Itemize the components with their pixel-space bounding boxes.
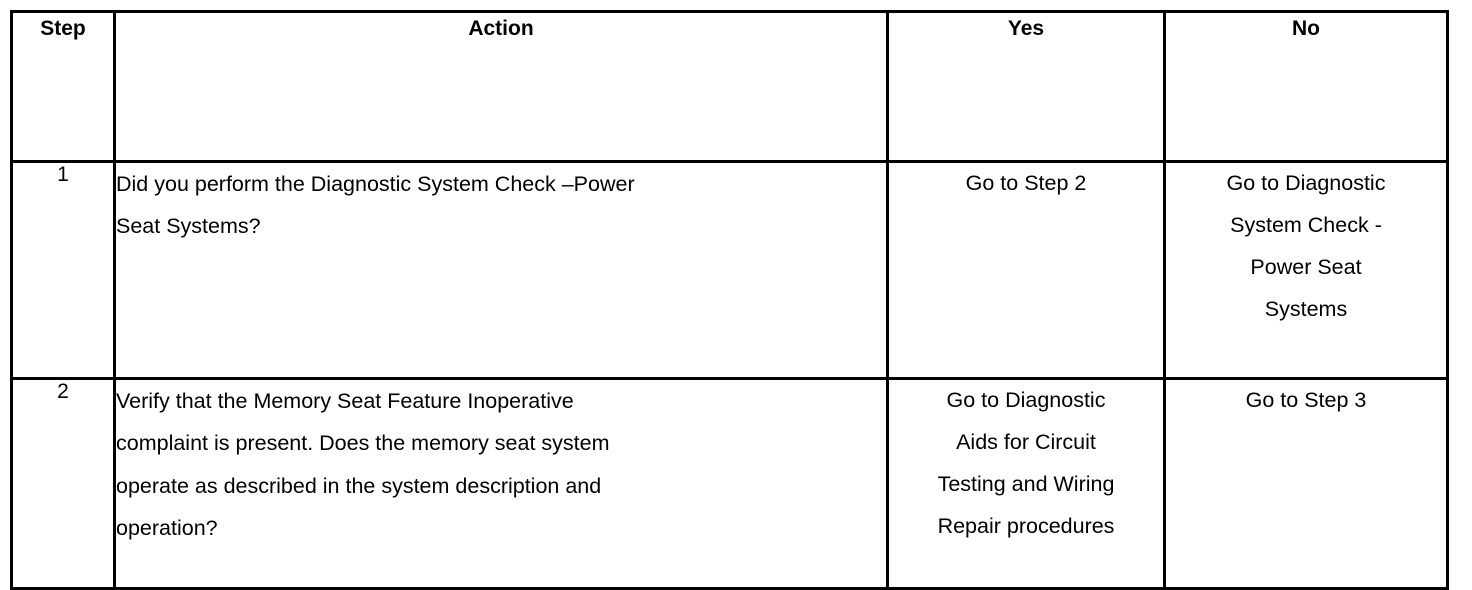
text-line: Aids for Circuit — [956, 429, 1096, 454]
column-header-step: Step — [10, 10, 116, 163]
column-header-action: Action — [113, 10, 889, 163]
text-line: Seat Systems? — [116, 214, 261, 239]
table-header: Step Action Yes No — [10, 10, 1449, 163]
text-line: Go to Step 2 — [965, 171, 1087, 195]
column-header-no: No — [1163, 10, 1449, 163]
step-number-cell: 1 — [10, 160, 116, 380]
yes-result-text: Go to Diagnostic Aids for Circuit Testin… — [889, 380, 1163, 548]
no-result-cell: Go to Step 3 — [1163, 377, 1449, 590]
text-line: Testing and Wiring — [937, 471, 1115, 496]
header-row: Step Action Yes No — [10, 10, 1449, 163]
text-line: Systems — [1264, 296, 1348, 321]
no-result-text: Go to Step 3 — [1166, 380, 1446, 422]
table-row: 1 Did you perform the Diagnostic System … — [10, 160, 1449, 380]
text-line: Go to Step 3 — [1245, 388, 1367, 412]
no-result-text: Go to Diagnostic System Check - Power Se… — [1166, 163, 1446, 331]
table-body: 1 Did you perform the Diagnostic System … — [10, 160, 1449, 590]
text-line: Repair procedures — [937, 513, 1115, 538]
yes-result-text: Go to Step 2 — [889, 163, 1163, 205]
yes-result-cell: Go to Diagnostic Aids for Circuit Testin… — [886, 377, 1166, 590]
text-line: Did you perform the Diagnostic System Ch… — [116, 172, 635, 196]
text-line: operation? — [116, 516, 218, 541]
action-cell: Did you perform the Diagnostic System Ch… — [113, 160, 889, 380]
diagnostic-step-table: Step Action Yes No 1 Did you perform the… — [10, 10, 1449, 590]
text-line: complaint is present. Does the memory se… — [116, 431, 610, 456]
yes-result-cell: Go to Step 2 — [886, 160, 1166, 380]
action-text: Did you perform the Diagnostic System Ch… — [116, 163, 886, 248]
text-line: Go to Diagnostic — [1226, 171, 1386, 195]
text-line: System Check - — [1230, 212, 1382, 237]
text-line: Verify that the Memory Seat Feature Inop… — [116, 389, 574, 413]
action-text: Verify that the Memory Seat Feature Inop… — [116, 380, 886, 549]
column-header-yes: Yes — [886, 10, 1166, 163]
table-row: 2 Verify that the Memory Seat Feature In… — [10, 377, 1449, 590]
text-line: Go to Diagnostic — [946, 388, 1106, 412]
step-number-cell: 2 — [10, 377, 116, 590]
text-line: Power Seat — [1250, 254, 1362, 279]
action-cell: Verify that the Memory Seat Feature Inop… — [113, 377, 889, 590]
text-line: operate as described in the system descr… — [116, 473, 602, 498]
no-result-cell: Go to Diagnostic System Check - Power Se… — [1163, 160, 1449, 380]
